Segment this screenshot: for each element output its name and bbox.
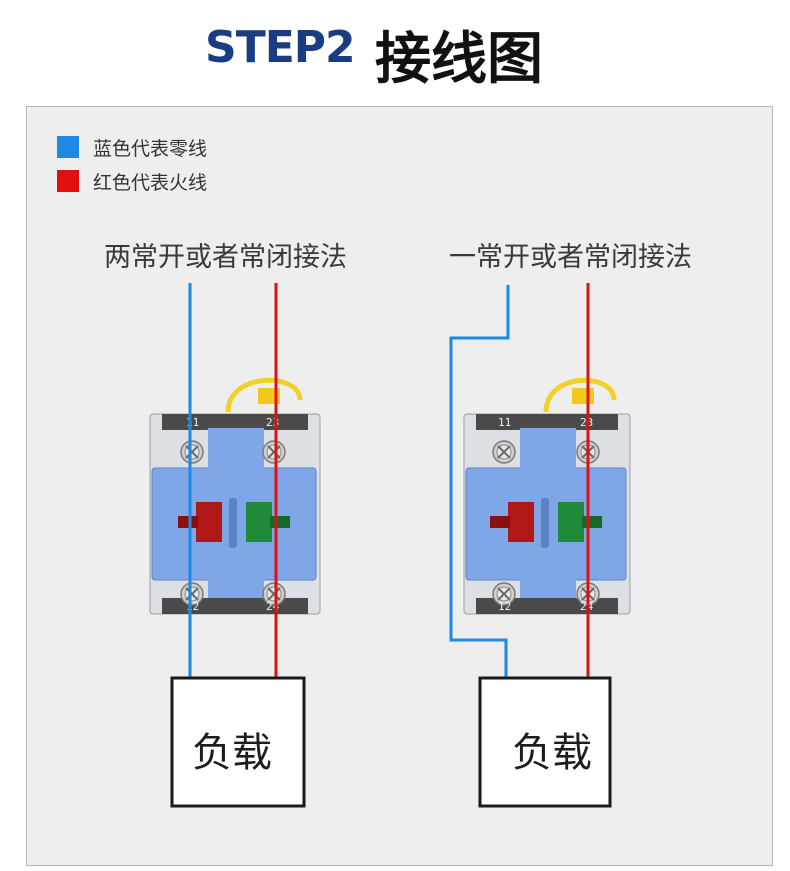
terminal-screw-icon <box>492 440 516 464</box>
jumper-clip-right <box>572 388 594 404</box>
contact-green-right <box>558 502 584 542</box>
terminal-screw-icon <box>180 440 204 464</box>
terminal-label-12-left: 12 <box>186 600 199 613</box>
header: STEP2 接线图 <box>0 0 790 100</box>
load-label-left: 负载 <box>192 730 272 776</box>
legend-label-live: 红色代表火线 <box>93 171 208 194</box>
terminal-label-11-left: 11 <box>186 416 199 429</box>
red-swatch-icon <box>57 170 79 192</box>
jumper-wire-left <box>225 377 303 413</box>
title-wiring-diagram: 接线图 <box>375 27 543 92</box>
contact-red-left <box>196 502 222 542</box>
load-box-right <box>478 676 612 808</box>
legend-label-neutral: 蓝色代表零线 <box>93 137 208 160</box>
terminal-screw-icon <box>262 440 286 464</box>
method-title-two: 两常开或者常闭接法 <box>104 242 347 273</box>
terminal-strip-top-right <box>476 414 618 430</box>
title-step: STEP2 <box>205 22 356 73</box>
contact-green-left <box>246 502 272 542</box>
jumper-wire-right <box>543 377 617 413</box>
switch-block-right: 11 23 12 24 <box>463 377 631 615</box>
blue-swatch-icon <box>57 136 79 158</box>
terminal-label-11-right: 11 <box>498 416 511 429</box>
legend-item-live: 红色代表火线 <box>57 169 208 194</box>
terminal-label-24-left: 24 <box>266 600 280 613</box>
load-box-left <box>170 676 306 808</box>
contact-red-right <box>508 502 534 542</box>
neutral-wire-right-bypass <box>449 285 510 678</box>
method-title-one: 一常开或者常闭接法 <box>449 242 692 273</box>
switch-block-left: 11 23 12 24 <box>149 377 321 615</box>
terminal-strip-top-left <box>162 414 308 430</box>
load-label-right: 负载 <box>512 730 592 776</box>
terminal-label-12-right: 12 <box>498 600 511 613</box>
legend-item-neutral: 蓝色代表零线 <box>57 135 208 160</box>
